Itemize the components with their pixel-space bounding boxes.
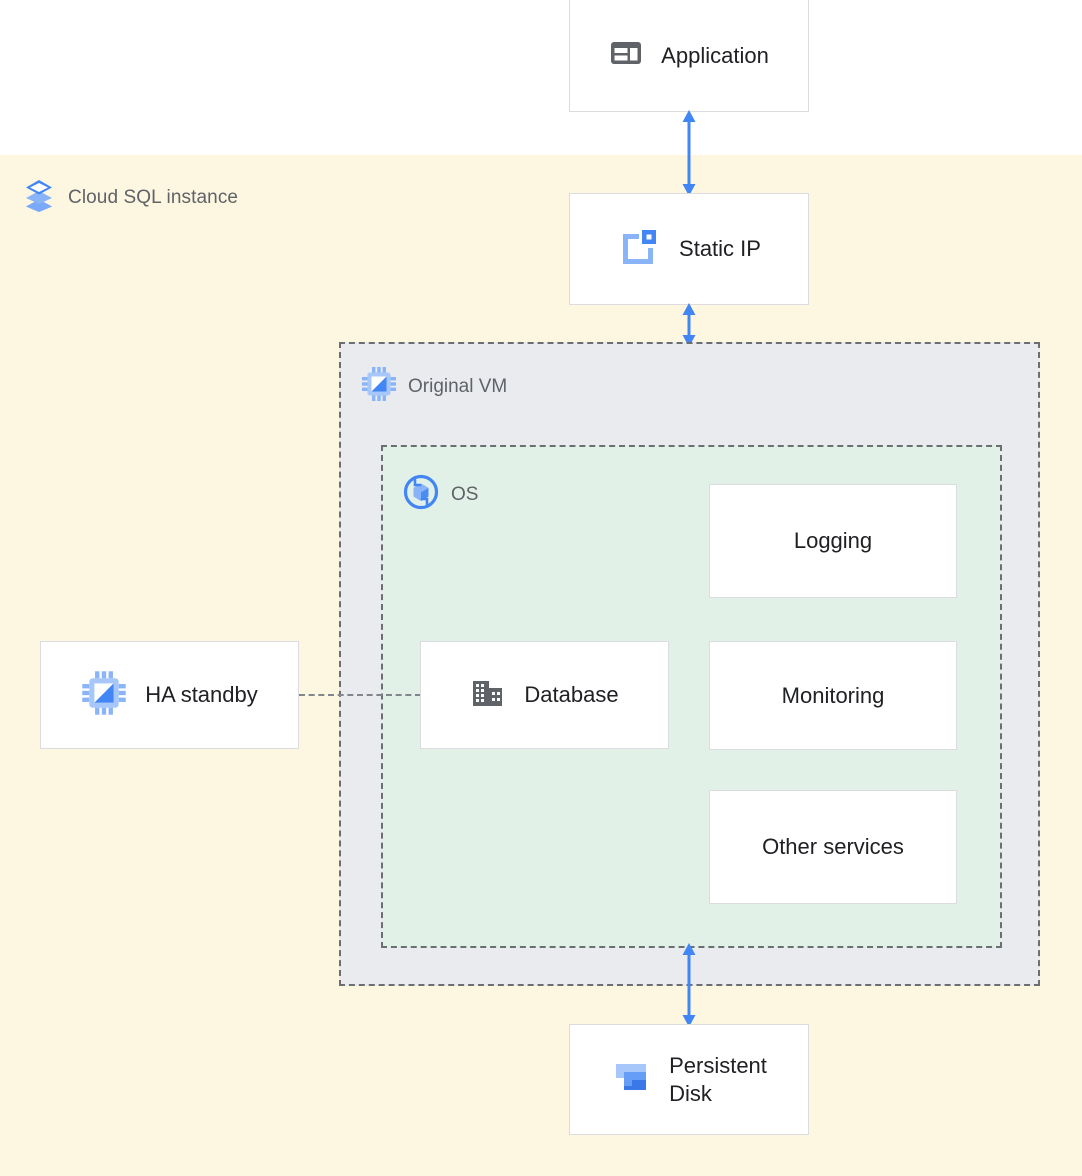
node-application[interactable]: Application xyxy=(569,0,809,112)
node-application-label: Application xyxy=(661,42,769,68)
container-label-original-vm: Original VM xyxy=(361,366,507,407)
static-ip-icon xyxy=(617,225,661,274)
node-application-content: Application xyxy=(609,36,769,75)
connector-static-ip-to-original-vm xyxy=(669,303,709,347)
vm-chip-icon xyxy=(361,366,397,407)
database-building-icon xyxy=(470,675,506,716)
node-monitoring[interactable]: Monitoring xyxy=(709,641,957,750)
node-static-ip-content: Static IP xyxy=(617,225,761,274)
cloud-sql-icon xyxy=(22,178,56,217)
container-label-os: OS xyxy=(403,474,478,515)
node-database-label: Database xyxy=(524,682,619,708)
node-static-ip[interactable]: Static IP xyxy=(569,193,809,305)
node-ha-standby-content: HA standby xyxy=(81,670,258,721)
node-static-ip-label: Static IP xyxy=(679,236,761,262)
node-database[interactable]: Database xyxy=(420,641,669,749)
connector-original-vm-to-persistent-disk xyxy=(669,943,709,1027)
connector-ha-standby-to-database xyxy=(299,694,421,696)
node-ha-standby[interactable]: HA standby xyxy=(40,641,299,749)
vm-chip-icon xyxy=(81,670,127,721)
node-logging-label: Logging xyxy=(793,528,873,553)
node-other-services-label: Other services xyxy=(762,834,904,859)
os-icon xyxy=(403,474,439,515)
connector-application-to-static-ip xyxy=(669,110,709,196)
node-monitoring-label: Monitoring xyxy=(781,682,885,708)
node-other-services[interactable]: Other services xyxy=(709,790,957,904)
node-logging[interactable]: Logging xyxy=(709,484,957,598)
node-persistent-disk-content: Persistent Disk xyxy=(611,1052,767,1107)
application-window-icon xyxy=(609,36,643,75)
persistent-disk-icon xyxy=(611,1057,651,1102)
node-database-content: Database xyxy=(470,675,619,716)
node-persistent-disk-label: Persistent Disk xyxy=(669,1053,767,1106)
node-persistent-disk[interactable]: Persistent Disk xyxy=(569,1024,809,1135)
node-ha-standby-label: HA standby xyxy=(145,682,258,708)
container-label-text: OS xyxy=(451,483,479,505)
container-label-text: Original VM xyxy=(408,375,508,397)
region-label-text: Cloud SQL instance xyxy=(68,186,239,208)
region-label-cloud-sql-instance: Cloud SQL instance xyxy=(22,178,238,217)
